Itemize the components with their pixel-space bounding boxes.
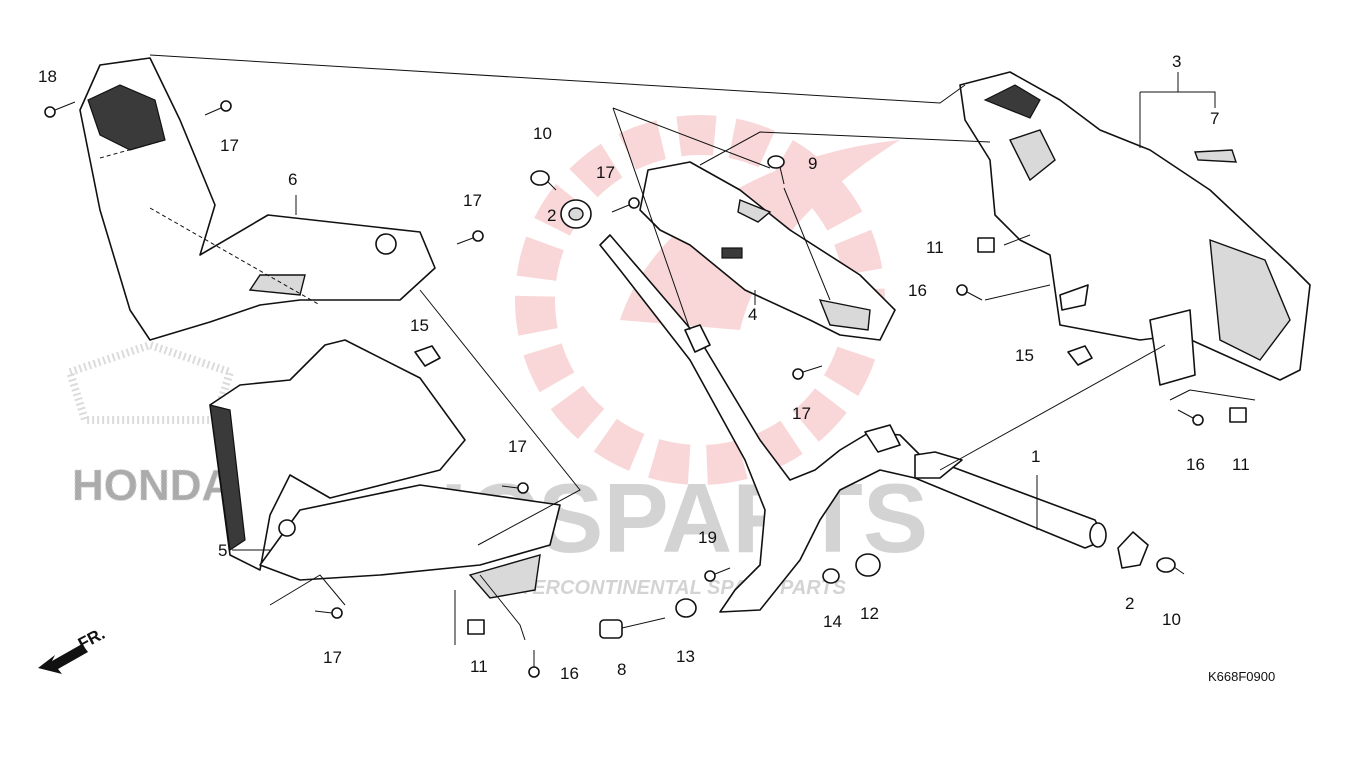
callout-16: 16 bbox=[560, 664, 579, 683]
callout-2: 2 bbox=[547, 206, 556, 225]
diagram-code: K668F0900 bbox=[1208, 669, 1275, 684]
callout-9: 9 bbox=[808, 154, 817, 173]
part-16-screw[interactable] bbox=[1177, 409, 1204, 426]
callout-16: 16 bbox=[1186, 455, 1205, 474]
callout-3: 3 bbox=[1172, 52, 1181, 71]
part-10-bolt[interactable] bbox=[1156, 557, 1185, 575]
part-17-screw[interactable] bbox=[611, 197, 640, 213]
part-13-collar[interactable] bbox=[675, 598, 697, 618]
callout-17: 17 bbox=[792, 404, 811, 423]
part-17-screw[interactable] bbox=[792, 365, 823, 380]
part-9-bolt[interactable] bbox=[767, 155, 785, 185]
part-11-clip-nut[interactable] bbox=[467, 619, 485, 635]
part-3-rear-handlebar-cover[interactable] bbox=[959, 71, 1311, 386]
honda-wordmark: HONDA bbox=[72, 461, 233, 510]
callout-19: 19 bbox=[698, 528, 717, 547]
callout-10: 10 bbox=[533, 124, 552, 143]
callout-8: 8 bbox=[617, 660, 626, 679]
part-6-upper-front-cover[interactable] bbox=[79, 57, 436, 341]
callout-18: 18 bbox=[38, 67, 57, 86]
part-16-screw[interactable] bbox=[956, 284, 983, 301]
part-8-bolt[interactable] bbox=[599, 617, 666, 639]
part-14-washer[interactable] bbox=[822, 568, 840, 584]
callout-17: 17 bbox=[596, 163, 615, 182]
callout-15: 15 bbox=[410, 316, 429, 335]
callout-11: 11 bbox=[926, 238, 944, 257]
honda-watermark: HONDA bbox=[65, 340, 235, 511]
part-17-screw[interactable] bbox=[456, 230, 484, 245]
fasteners bbox=[44, 100, 1247, 678]
callout-6: 6 bbox=[288, 170, 297, 189]
part-4-handlebar-cover[interactable] bbox=[639, 161, 896, 341]
arrow-left-icon bbox=[38, 644, 88, 674]
watermark-tagline: INTERCONTINENTAL SPARE PARTS bbox=[500, 577, 847, 599]
part-17-screw[interactable] bbox=[501, 482, 529, 494]
part-1-handlebar-pipe[interactable] bbox=[599, 234, 1107, 613]
callout-2: 2 bbox=[1125, 594, 1134, 613]
part-10-bolt[interactable] bbox=[530, 170, 557, 191]
part-2-grommet[interactable] bbox=[1117, 531, 1149, 569]
part-7-emblem[interactable] bbox=[1194, 149, 1237, 163]
callout-10: 10 bbox=[1162, 610, 1181, 629]
part-2-grommet[interactable] bbox=[560, 199, 592, 229]
front-direction-indicator: FR. bbox=[38, 624, 108, 674]
callout-4: 4 bbox=[748, 305, 757, 324]
part-5-lower-front-cover[interactable] bbox=[209, 339, 561, 599]
part-15-clip[interactable] bbox=[1067, 345, 1093, 366]
part-11-clip-nut[interactable] bbox=[977, 237, 995, 253]
callout-12: 12 bbox=[860, 604, 879, 623]
callout-17: 17 bbox=[220, 136, 239, 155]
callout-1: 1 bbox=[1031, 447, 1040, 466]
callouts: 18 17 6 17 10 2 17 9 4 17 15 17 5 17 11 … bbox=[38, 52, 1250, 683]
callout-16: 16 bbox=[908, 281, 927, 300]
part-19-screw[interactable] bbox=[704, 567, 731, 582]
part-12-grommet[interactable] bbox=[855, 553, 881, 577]
part-15-clip[interactable] bbox=[414, 345, 441, 367]
part-11-clip-nut[interactable] bbox=[1229, 407, 1247, 423]
leader-lines bbox=[149, 54, 1256, 645]
part-18-screw[interactable] bbox=[44, 101, 76, 118]
callout-15: 15 bbox=[1015, 346, 1034, 365]
part-16-screw[interactable] bbox=[528, 650, 540, 678]
callout-11: 11 bbox=[1232, 455, 1250, 474]
part-17-screw[interactable] bbox=[314, 607, 343, 619]
honda-wing-icon bbox=[65, 340, 235, 424]
callout-7: 7 bbox=[1210, 109, 1219, 128]
callout-13: 13 bbox=[676, 647, 695, 666]
callout-17: 17 bbox=[463, 191, 482, 210]
callout-14: 14 bbox=[823, 612, 842, 631]
callout-17: 17 bbox=[508, 437, 527, 456]
part-17-screw[interactable] bbox=[204, 100, 232, 116]
callout-17: 17 bbox=[323, 648, 342, 667]
callout-5: 5 bbox=[218, 541, 227, 560]
callout-11: 11 bbox=[470, 657, 488, 676]
